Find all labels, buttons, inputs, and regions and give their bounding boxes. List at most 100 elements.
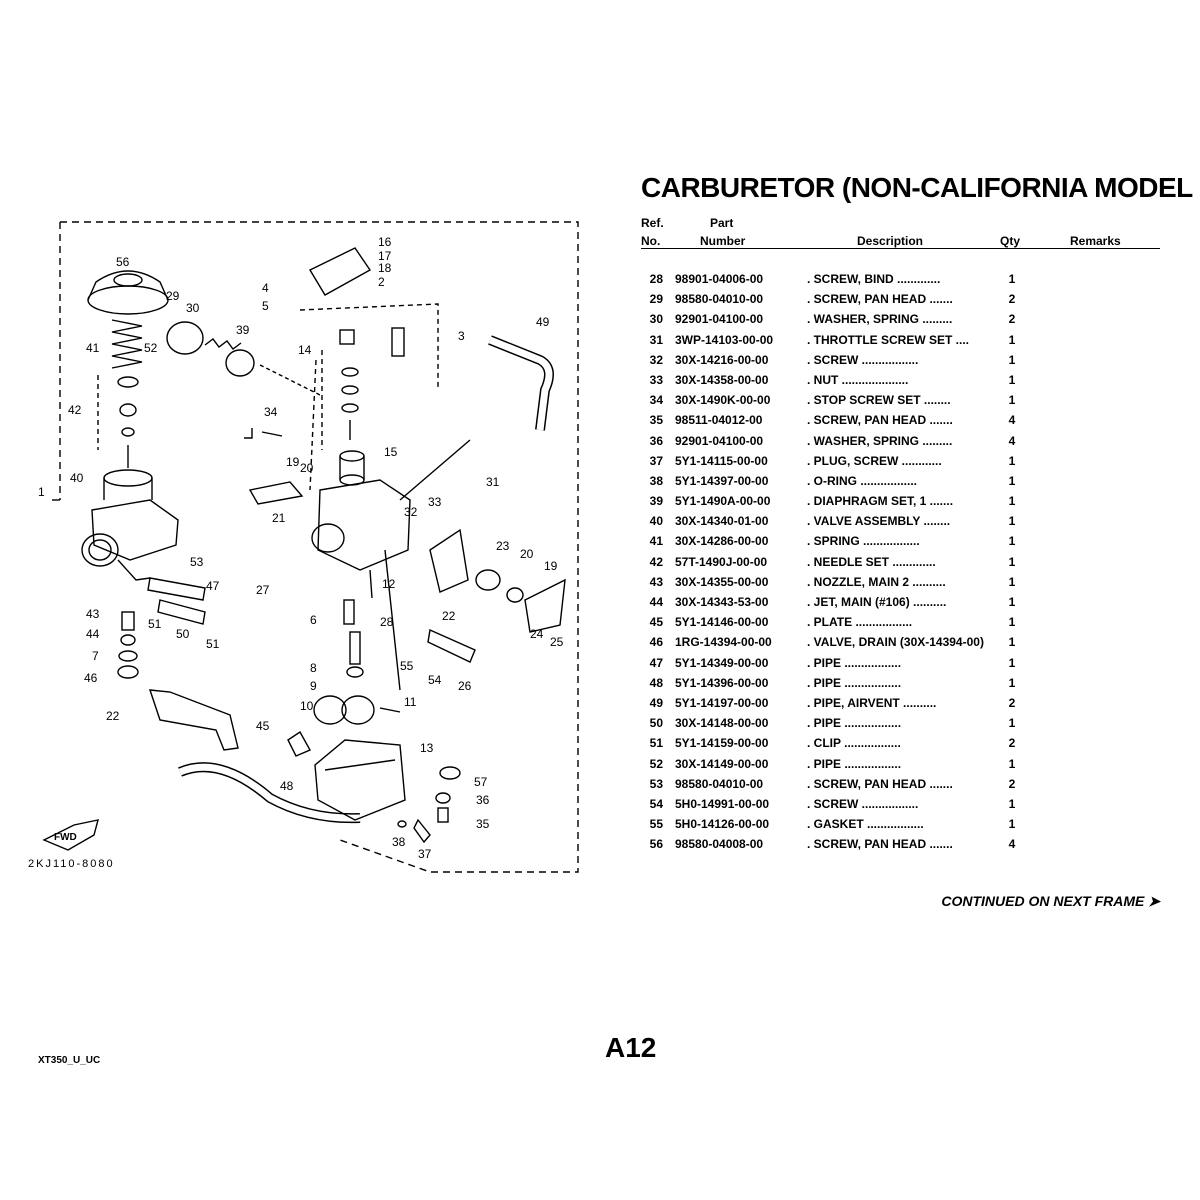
svg-text:33: 33 (428, 495, 442, 509)
svg-text:49: 49 (536, 315, 550, 329)
part-ref: 39 (649, 494, 663, 509)
part-number: 30X-14340-01-00 (675, 514, 769, 529)
part-qty: 2 (1008, 312, 1016, 327)
part-qty: 1 (1008, 615, 1016, 630)
part-qty: 1 (1008, 595, 1016, 609)
part-number: 57T-1490J-00-00 (675, 554, 768, 569)
part-description: . SCREW, PAN HEAD ....... (807, 292, 953, 307)
part-qty: 1 (1008, 393, 1016, 408)
svg-text:56: 56 (116, 255, 130, 269)
svg-text:FWD: FWD (54, 832, 77, 843)
svg-text:36: 36 (476, 793, 490, 807)
part-description: . SCREW, PAN HEAD ....... (807, 413, 953, 428)
part-description: . PLUG, SCREW ............ (807, 453, 942, 468)
svg-text:39: 39 (236, 323, 250, 337)
part-description: . PIPE ................. (807, 716, 902, 731)
exploded-diagram: 56 29 30 52 41 42 40 1 53 47 43 44 7 46 … (0, 200, 600, 890)
col-ref-line2: No. (641, 234, 661, 248)
part-qty: 1 (1008, 675, 1016, 690)
part-ref: 31 (649, 332, 663, 347)
part-ref: 44 (649, 595, 663, 609)
part-description: . WASHER, SPRING ......... (807, 312, 953, 327)
part-description: . WASHER, SPRING ......... (807, 433, 953, 448)
part-qty: 1 (1008, 817, 1016, 832)
part-number: 98580-04010-00 (675, 776, 764, 791)
part-ref: 33 (649, 372, 663, 387)
svg-text:57: 57 (474, 775, 488, 789)
svg-text:41: 41 (86, 341, 100, 355)
part-number: 30X-14358-00-00 (675, 372, 769, 387)
part-ref: 30 (649, 312, 663, 327)
part-qty: 1 (1008, 574, 1016, 589)
part-qty: 1 (1008, 716, 1016, 731)
part-qty: 1 (1008, 756, 1016, 771)
svg-text:42: 42 (68, 403, 82, 417)
part-qty: 1 (1008, 635, 1016, 650)
model-code: XT350_U_UC (38, 1055, 101, 1066)
svg-text:7: 7 (92, 649, 99, 663)
part-description: . THROTTLE SCREW SET .... (807, 332, 969, 347)
svg-text:22: 22 (106, 709, 120, 723)
part-ref: 53 (649, 776, 663, 791)
svg-text:44: 44 (86, 627, 100, 641)
part-description: . PIPE ................. (807, 675, 902, 690)
part-description: . SCREW, BIND ............. (807, 272, 941, 286)
svg-text:47: 47 (206, 579, 220, 593)
part-description: . SCREW ................. (807, 796, 919, 811)
svg-text:9: 9 (310, 679, 317, 693)
svg-text:19: 19 (544, 559, 558, 573)
part-description: . NOZZLE, MAIN 2 .......... (807, 574, 946, 589)
part-qty: 1 (1008, 473, 1016, 488)
svg-text:51: 51 (206, 637, 220, 651)
part-ref: 37 (649, 453, 663, 468)
svg-text:34: 34 (264, 405, 278, 419)
part-number: 98511-04012-00 (675, 413, 763, 428)
table-row: 40 30X-14340-01-00 . VALVE ASSEMBLY ......… (641, 514, 1161, 534)
part-qty: 4 (1008, 837, 1016, 852)
part-number: 30X-14216-00-00 (675, 352, 769, 367)
part-ref: 52 (649, 756, 663, 771)
part-ref: 56 (649, 837, 663, 852)
part-ref: 38 (649, 473, 663, 488)
part-description: . VALVE ASSEMBLY ........ (807, 514, 951, 529)
svg-text:54: 54 (428, 673, 442, 687)
svg-text:19: 19 (286, 455, 300, 469)
table-row: 30 92901-04100-00 . WASHER, SPRING .......… (641, 312, 1161, 332)
part-number: 5Y1-14349-00-00 (675, 655, 769, 670)
svg-text:50: 50 (176, 627, 190, 641)
part-ref: 35 (649, 413, 663, 428)
part-ref: 40 (649, 514, 663, 529)
part-qty: 1 (1008, 453, 1016, 468)
svg-text:27: 27 (256, 583, 270, 597)
svg-text:35: 35 (476, 817, 490, 831)
svg-text:5: 5 (262, 299, 269, 313)
part-number: 30X-14355-00-00 (675, 574, 769, 589)
part-qty: 1 (1008, 534, 1016, 549)
part-qty: 1 (1008, 494, 1016, 509)
svg-text:32: 32 (404, 505, 418, 519)
svg-text:53: 53 (190, 555, 204, 569)
part-ref: 50 (649, 716, 663, 731)
part-qty: 1 (1008, 796, 1016, 811)
part-description: . SCREW ................. (807, 352, 919, 367)
svg-text:20: 20 (520, 547, 534, 561)
svg-text:12: 12 (382, 577, 396, 591)
svg-text:51: 51 (148, 617, 162, 631)
svg-text:1: 1 (38, 485, 45, 499)
part-number: 92901-04100-00 (675, 312, 764, 327)
part-description: . PIPE, AIRVENT .......... (807, 695, 937, 710)
